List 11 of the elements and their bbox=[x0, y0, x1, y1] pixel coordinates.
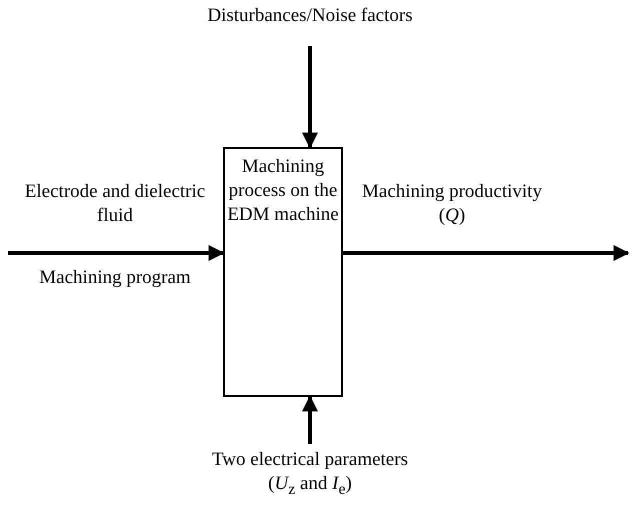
flow-label: Machining program bbox=[38, 266, 192, 290]
arrow bbox=[343, 245, 630, 261]
input-label: Disturbances/Noise factors bbox=[206, 4, 414, 28]
arrow bbox=[302, 46, 318, 149]
process-box bbox=[223, 147, 343, 397]
flow-label: Electrode and dielectric fluid bbox=[24, 180, 206, 228]
arrow bbox=[302, 395, 318, 444]
process-text: Machining process on the EDM machine bbox=[226, 155, 340, 227]
arrow bbox=[8, 245, 225, 261]
flow-label: Machining productivity (Q) bbox=[361, 180, 543, 228]
input-label: Two electrical parameters (U$_{z}$ and I$_{e}$) bbox=[211, 448, 409, 500]
